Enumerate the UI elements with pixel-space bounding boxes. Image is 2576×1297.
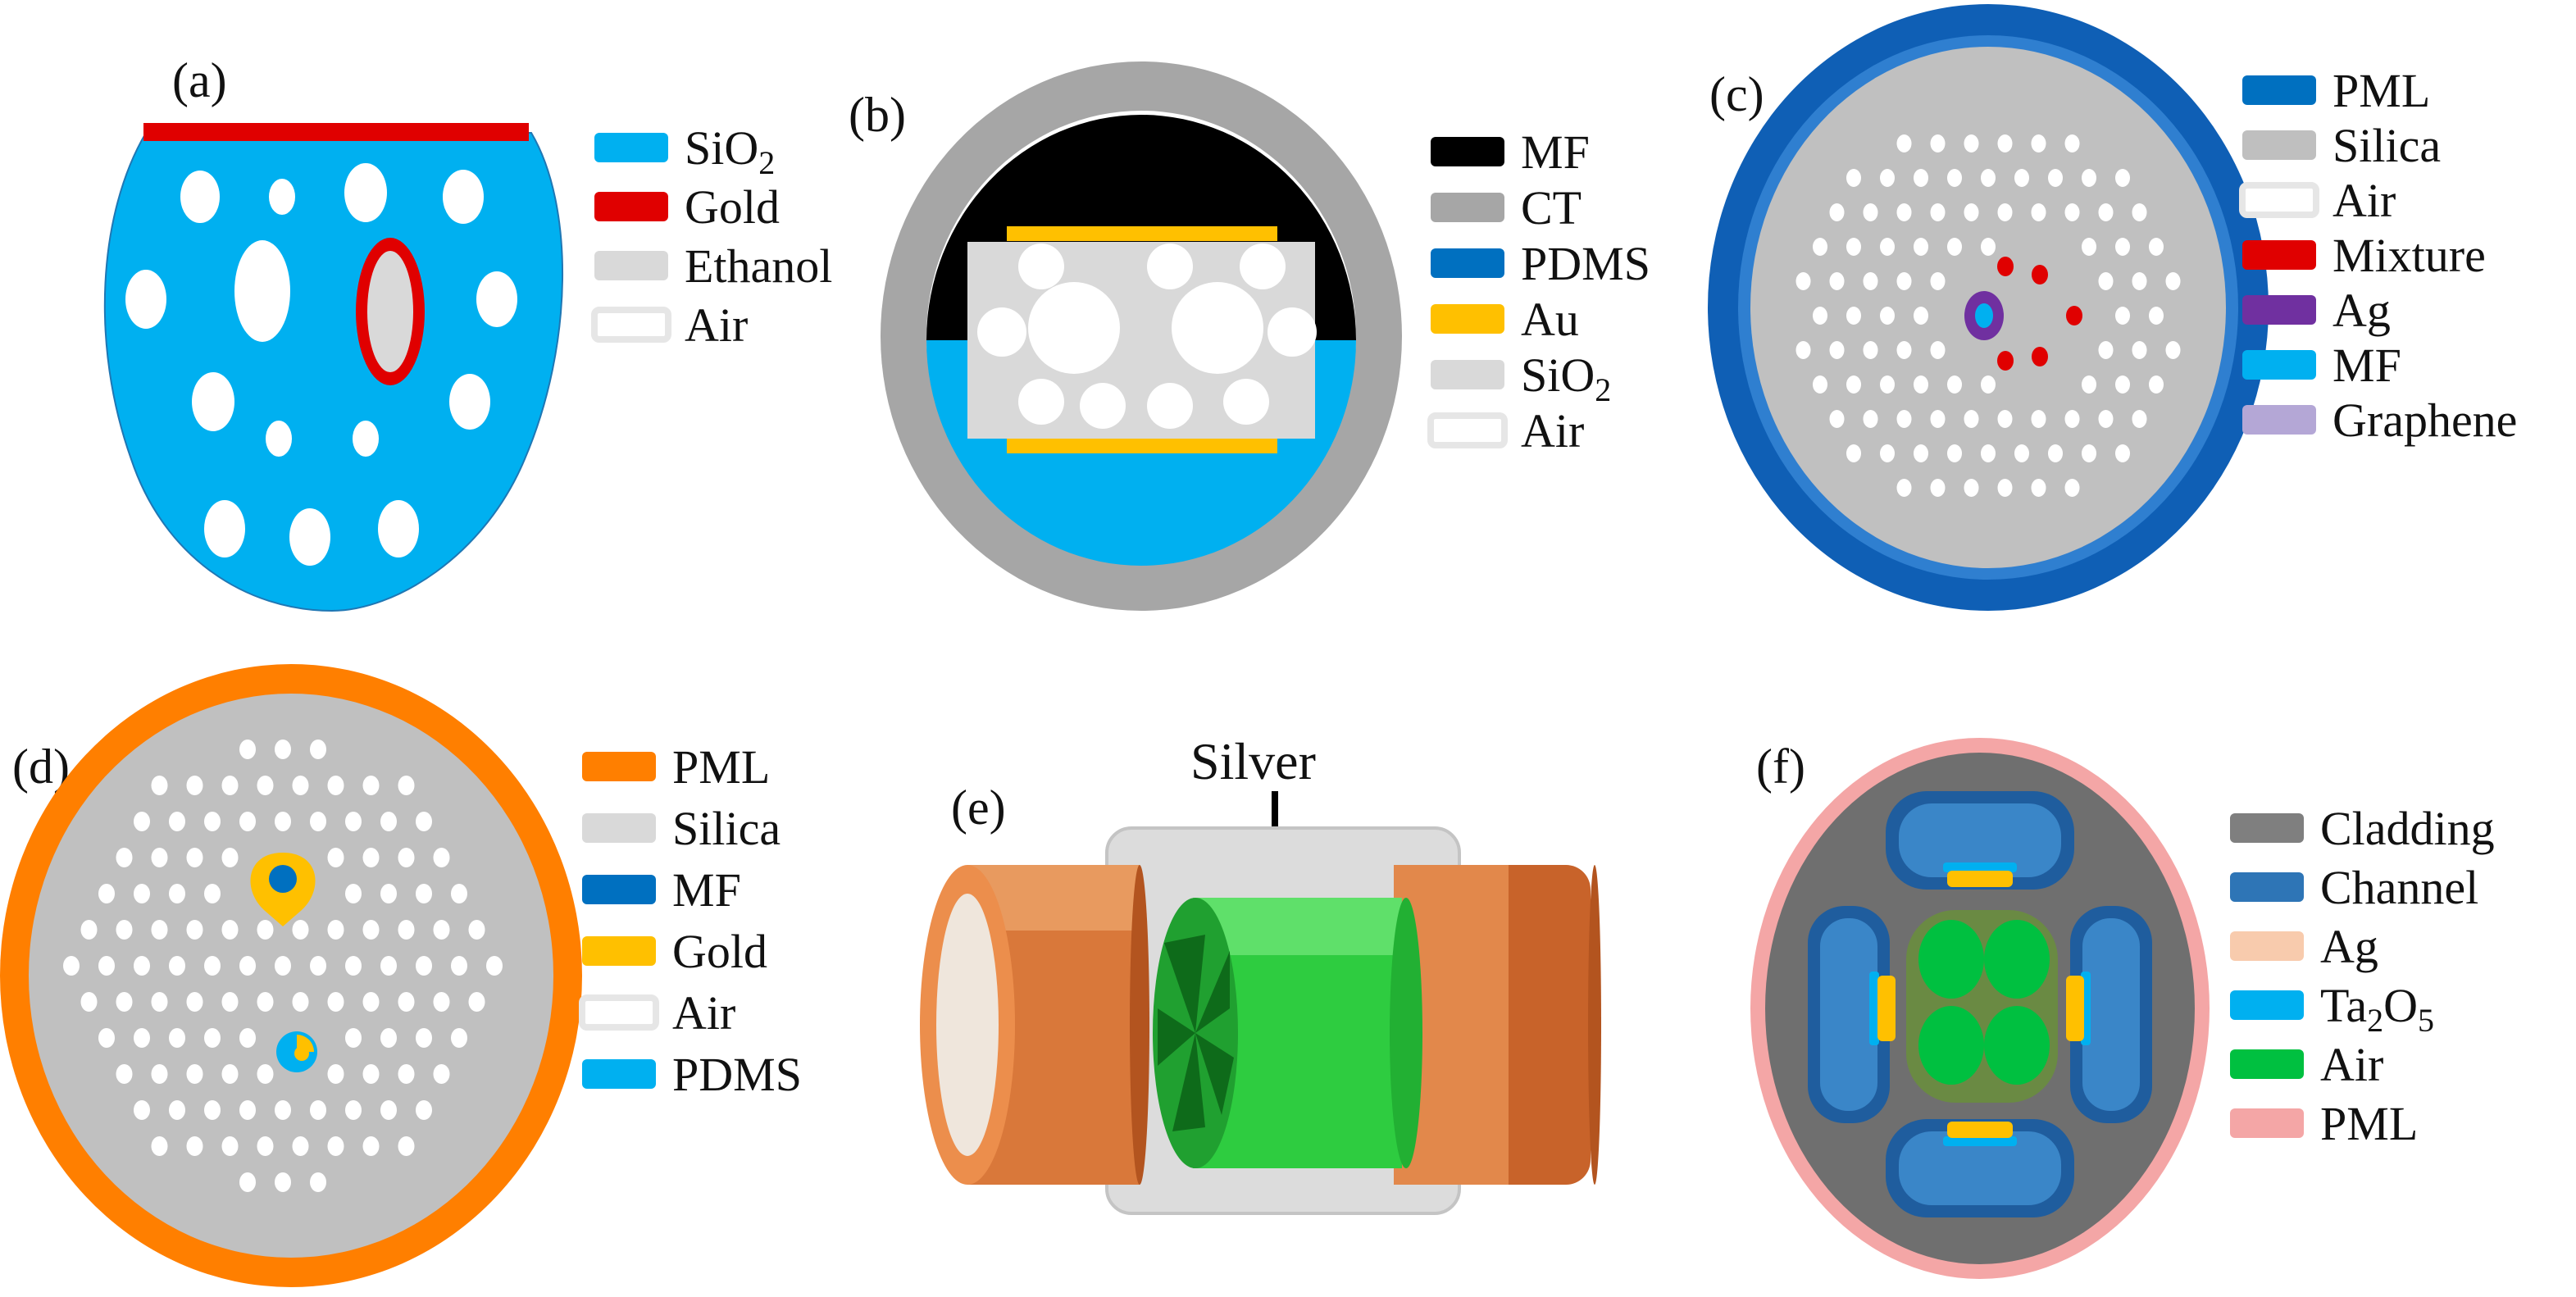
panel-f-channels bbox=[1808, 791, 2152, 1217]
legend-swatch-ag_purple bbox=[2242, 295, 2316, 325]
legend-swatch-ag_peach bbox=[2230, 931, 2304, 961]
legend-swatch-pml_orange bbox=[582, 752, 656, 781]
legend-swatch-au_yellow bbox=[1431, 304, 1504, 334]
legend-swatch-gold_a bbox=[594, 192, 668, 221]
panel-d-label: (d) bbox=[12, 740, 70, 794]
legend-label: Au bbox=[1521, 293, 1579, 346]
legend-swatch-pdms_blue bbox=[1431, 248, 1504, 278]
legend-label: PML bbox=[672, 740, 770, 794]
panel-c-air-holes bbox=[1795, 134, 2181, 497]
legend-label: Graphene bbox=[2333, 394, 2517, 447]
legend-swatch-mf_black bbox=[1431, 137, 1504, 166]
panel-e-left-copper-cylinder bbox=[920, 865, 1149, 1185]
panel-f-ag-layers bbox=[1877, 871, 2084, 1138]
legend-swatch-air_green bbox=[2230, 1049, 2304, 1079]
legend-swatch-air bbox=[2239, 182, 2319, 218]
legend-label: Air bbox=[2320, 1038, 2383, 1091]
legend-label: Ethanol bbox=[685, 239, 832, 293]
legend-label: Air bbox=[2333, 174, 2396, 227]
legend-swatch-air bbox=[579, 994, 659, 1031]
legend-label: Silica bbox=[672, 802, 781, 855]
legend-swatch-cladding_gray bbox=[2230, 813, 2304, 843]
panel-e-silver-callout: Silver bbox=[1190, 732, 1316, 790]
legend-swatch-sio2 bbox=[2242, 350, 2316, 380]
legend-label: Cladding bbox=[2320, 802, 2495, 855]
legend-label: SiO2 bbox=[685, 121, 775, 181]
panel-a-gold-film bbox=[143, 123, 529, 141]
legend-label: PDMS bbox=[1521, 237, 1650, 290]
legend-label: Air bbox=[672, 986, 735, 1040]
legend-swatch-graphene_lilac bbox=[2242, 405, 2316, 435]
legend-label: Silica bbox=[2333, 119, 2441, 172]
legend-label: Gold bbox=[672, 925, 767, 978]
panel-c-label: (c) bbox=[1709, 67, 1764, 121]
panel-f: (f) bbox=[1750, 738, 2495, 1279]
legend-label: Air bbox=[1521, 404, 1584, 457]
panel-d-silica-cladding bbox=[29, 694, 553, 1258]
panel-a-ethanol-core bbox=[367, 251, 413, 372]
legend-label: SiO2 bbox=[1521, 348, 1611, 408]
panel-e: (e) Silver bbox=[920, 732, 1601, 1215]
legend-swatch-pml_pink bbox=[2230, 1108, 2304, 1138]
panel-e-silver-film bbox=[1153, 898, 1422, 1168]
panel-b-air-holes bbox=[977, 243, 1317, 429]
panel-c-mf-core bbox=[1975, 303, 1993, 328]
legend-swatch-ethanol bbox=[582, 813, 656, 843]
legend-label: Ag bbox=[2333, 284, 2391, 337]
legend-swatch-sio2 bbox=[594, 133, 668, 162]
legend-label: MF bbox=[2333, 339, 2401, 392]
legend-label: PDMS bbox=[672, 1048, 802, 1101]
legend-swatch-pdms_blue bbox=[582, 875, 656, 904]
panel-b-au-top bbox=[1007, 226, 1277, 241]
legend-label: Gold bbox=[685, 180, 780, 234]
legend-label: Mixture bbox=[2333, 229, 2486, 282]
legend-label: MF bbox=[1521, 125, 1590, 179]
panel-e-fiber-end-face bbox=[936, 894, 999, 1156]
panel-a-air-holes bbox=[125, 163, 517, 566]
legend-label: MF bbox=[672, 863, 741, 917]
legend-label: PML bbox=[2333, 64, 2430, 117]
legend-label: Channel bbox=[2320, 861, 2478, 914]
legend-swatch-ta2o5_cyan bbox=[2230, 990, 2304, 1020]
legend-swatch-pdms_blue bbox=[2242, 75, 2316, 105]
panel-d-air-holes bbox=[63, 740, 503, 1192]
panel-b-au-bottom bbox=[1007, 439, 1277, 453]
legend-swatch-air bbox=[591, 307, 671, 343]
panel-f-label: (f) bbox=[1756, 740, 1805, 794]
panel-d-lower-core bbox=[276, 1031, 317, 1072]
panel-d-upper-core bbox=[250, 853, 316, 926]
legend-swatch-mixture_red bbox=[2242, 240, 2316, 270]
legend-swatch-ethanol bbox=[1431, 360, 1504, 389]
panel-e-right-copper-cylinder bbox=[1394, 865, 1601, 1185]
panel-a-label: (a) bbox=[172, 53, 227, 107]
legend-swatch-ct_gray bbox=[1431, 193, 1504, 222]
legend-label: Air bbox=[685, 298, 748, 352]
panel-f-air-core bbox=[1906, 910, 2058, 1103]
legend-label: Ag bbox=[2320, 920, 2378, 973]
legend-label: PML bbox=[2320, 1097, 2418, 1150]
legend-swatch-channel_blue bbox=[2230, 872, 2304, 902]
panel-a-fiber-body bbox=[103, 132, 564, 612]
legend-swatch-ethanol bbox=[594, 251, 668, 280]
legend-label: Ta2O5 bbox=[2320, 979, 2434, 1039]
legend-swatch-au_yellow bbox=[582, 936, 656, 966]
legend-swatch-silica_gray bbox=[2242, 130, 2316, 160]
legend-swatch-air bbox=[1427, 412, 1508, 448]
panel-e-label: (e) bbox=[951, 780, 1006, 835]
legend-swatch-sio2 bbox=[582, 1059, 656, 1089]
legend-label: CT bbox=[1521, 181, 1582, 234]
panel-b-label: (b) bbox=[849, 88, 906, 142]
panel-c-mixture-holes bbox=[1997, 257, 2082, 371]
